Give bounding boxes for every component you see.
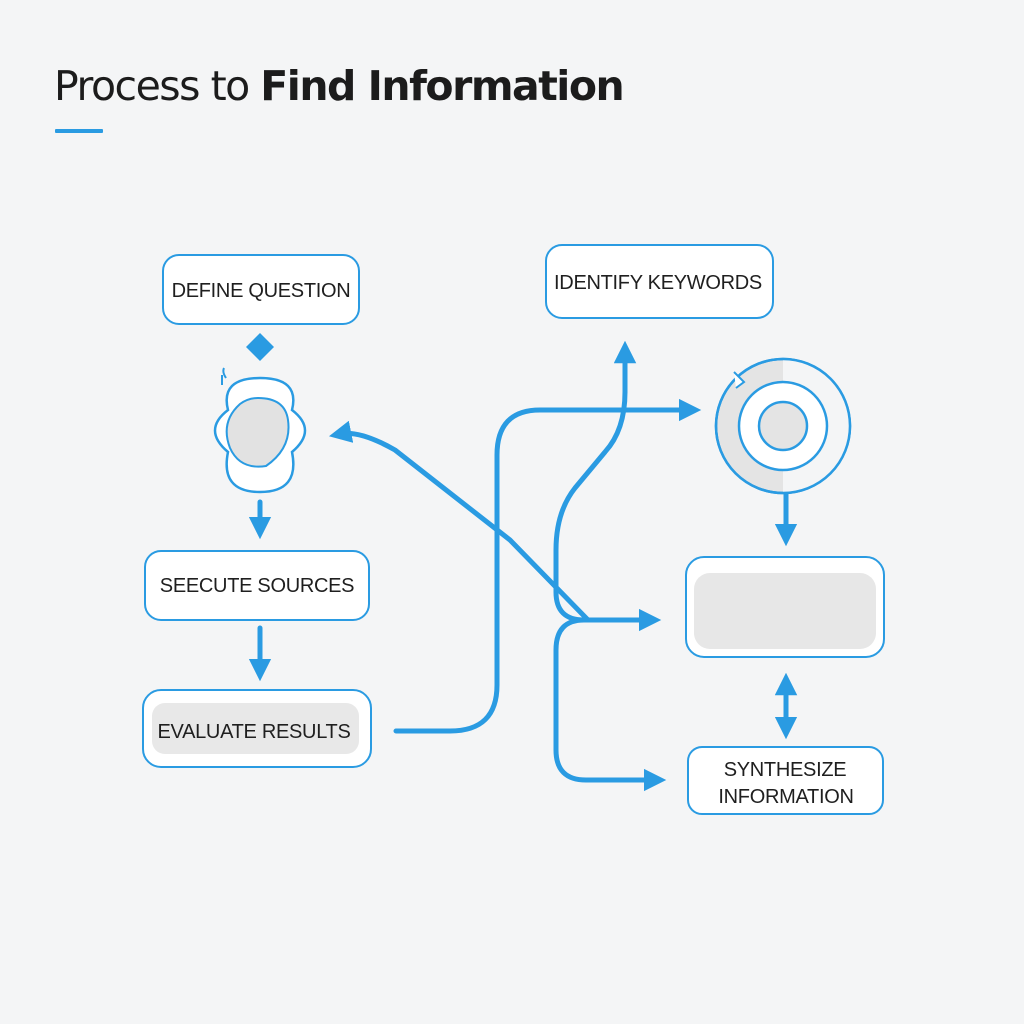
evaluate-results-label: EVALUATE RESULTS [157,721,350,743]
select-sources-label: SEECUTE SOURCES [160,575,354,597]
arrow-to-synthesize [553,617,667,792]
node-define-question[interactable]: DEFINE QUESTION [162,254,360,325]
title-emphasis: Find Information [260,62,624,110]
synthesize-label-line2: INFORMATION [718,786,853,808]
node-placeholder-box[interactable] [685,556,885,658]
arrow-up-to-identify [553,389,662,632]
arrow-diagonal-to-flower [328,420,591,623]
node-select-sources[interactable]: SEECUTE SOURCES [144,550,370,621]
target-ring-icon [714,357,852,495]
flower-shape-icon [213,367,307,494]
page-title: Process to Find Information [54,62,625,110]
node-identify-keywords[interactable]: IDENTIFY KEYWORDS [545,244,774,319]
arrow-from-evaluate-up-to-target [393,398,702,734]
identify-keywords-label: IDENTIFY KEYWORDS [554,272,762,294]
diamond-icon [246,333,274,361]
define-question-label: DEFINE QUESTION [172,280,351,302]
title-prefix: Process to [54,62,250,110]
synthesize-label-line1: SYNTHESIZE [724,759,847,781]
title-underline [55,129,103,133]
node-evaluate-results[interactable]: EVALUATE RESULTS [142,689,372,768]
node-synthesize-information[interactable]: SYNTHESIZE INFORMATION [687,746,884,815]
